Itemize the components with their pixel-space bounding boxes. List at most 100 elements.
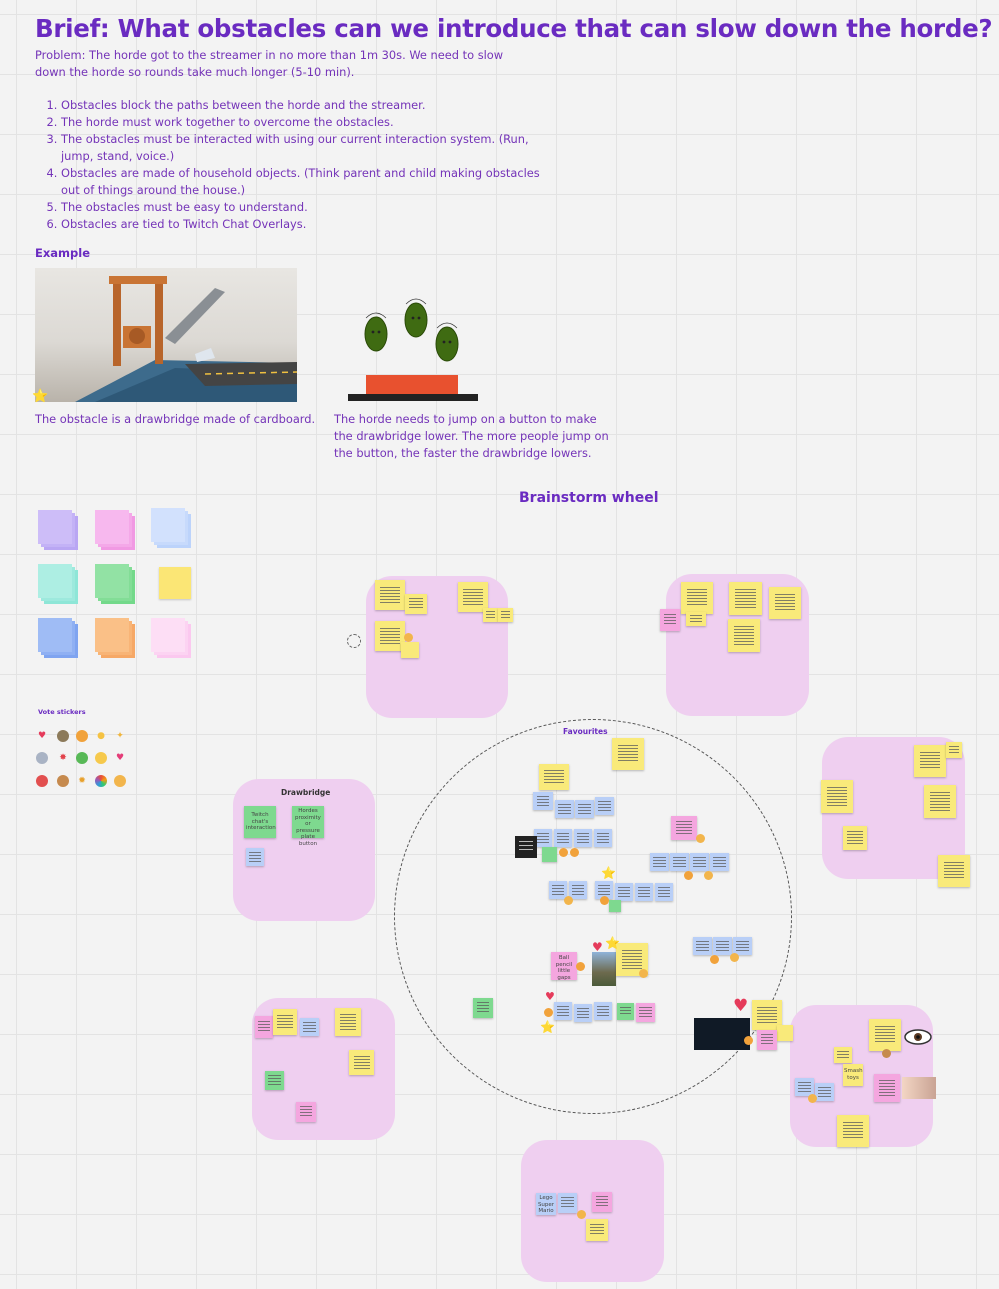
sticky-note[interactable] [554, 1002, 572, 1020]
sticky-stack-lightpink[interactable] [151, 618, 191, 658]
lightbulb-sticker-icon[interactable]: ● [97, 731, 105, 741]
sticky-note[interactable] [555, 800, 574, 818]
sticky-note[interactable] [549, 881, 567, 899]
sticky-note[interactable] [375, 621, 405, 651]
sticky-note[interactable] [273, 1009, 297, 1035]
sticky-note[interactable] [533, 792, 553, 810]
image-thumbnail[interactable] [694, 1018, 750, 1050]
sticky-note[interactable] [255, 1016, 273, 1038]
sticky-note[interactable] [574, 829, 592, 847]
sticky-note[interactable]: Smash toys [843, 1064, 863, 1086]
sticky-note[interactable] [296, 1102, 316, 1122]
image-thumbnail[interactable] [902, 1077, 936, 1099]
sticky-note[interactable] [710, 853, 729, 871]
sticky-note[interactable] [534, 829, 552, 847]
sticky-note[interactable]: Lego Super Mario [536, 1193, 556, 1215]
sticky-note[interactable] [554, 829, 572, 847]
heart-sticker-icon[interactable]: ♥ [37, 731, 47, 741]
sticky-note[interactable] [693, 937, 712, 955]
crown-sticker-icon[interactable] [95, 752, 107, 764]
sticky-stack-yellow[interactable] [159, 567, 199, 607]
drawbridge-photo[interactable] [35, 268, 297, 402]
sticky-note[interactable] [690, 853, 709, 871]
sticky-note[interactable] [834, 1047, 852, 1063]
sticky-note[interactable] [265, 1071, 284, 1090]
sticky-note[interactable] [617, 1003, 634, 1020]
sticky-note[interactable] [569, 881, 587, 899]
sticky-note[interactable] [650, 853, 669, 871]
popcorn-sticker-icon[interactable] [36, 775, 48, 787]
sticky-note[interactable] [586, 1219, 608, 1241]
thumbs-up-sticker-icon[interactable] [114, 775, 126, 787]
sticky-note[interactable] [300, 1018, 319, 1036]
image-thumbnail[interactable] [515, 836, 537, 858]
sticky-note[interactable] [458, 582, 488, 612]
sticky-stack-green[interactable] [95, 564, 135, 604]
sticky-note[interactable] [405, 594, 427, 614]
sun-sticker-icon[interactable]: ✹ [78, 776, 86, 786]
sticky-stack-lightblue[interactable] [151, 508, 191, 548]
sticky-note[interactable] [795, 1078, 814, 1096]
favourites-circle[interactable] [394, 719, 792, 1114]
sticky-note[interactable] [595, 797, 614, 815]
sticky-note[interactable] [483, 608, 498, 622]
sticky-note[interactable] [636, 1003, 655, 1022]
sticky-note[interactable]: Ball pencil little gaps [551, 952, 577, 981]
sticky-note[interactable] [335, 1008, 361, 1036]
cookie-sticker-icon[interactable] [57, 775, 69, 787]
avocado-sticker-icon[interactable] [57, 730, 69, 742]
sticky-note[interactable] [615, 883, 633, 901]
sticky-note[interactable] [542, 847, 557, 862]
sticky-note[interactable] [612, 738, 644, 770]
star-sticker-icon[interactable]: ⭐ [32, 389, 49, 404]
sticky-note[interactable] [914, 745, 946, 777]
sticky-note[interactable] [713, 937, 732, 955]
sticky-note[interactable]: Twitch chat's interaction [244, 806, 276, 838]
sticky-stack-blue[interactable] [38, 618, 78, 658]
sticky-note[interactable] [660, 609, 680, 631]
sticky-note[interactable] [729, 582, 762, 615]
sticky-note[interactable] [558, 1193, 577, 1213]
sparkle-sticker-icon[interactable]: ✦ [116, 731, 124, 741]
sticky-note[interactable] [874, 1074, 900, 1102]
sticky-note[interactable] [635, 883, 653, 901]
sticky-note[interactable] [681, 582, 713, 614]
sticky-note[interactable] [769, 587, 801, 619]
sticky-note[interactable] [752, 1000, 782, 1030]
sticky-note[interactable] [671, 816, 697, 840]
sticky-note[interactable] [595, 881, 613, 899]
sticky-note[interactable] [246, 848, 264, 866]
star-burst-sticker-icon[interactable]: ✸ [59, 753, 67, 763]
sticky-stack-purple[interactable] [38, 510, 78, 550]
sticky-note[interactable] [616, 943, 648, 976]
sticky-note[interactable] [843, 826, 867, 850]
sticky-note[interactable] [924, 785, 956, 818]
sticky-note[interactable] [574, 1004, 592, 1022]
sticky-stack-pink[interactable] [95, 510, 135, 550]
sticky-note[interactable] [777, 1025, 793, 1041]
sticky-note[interactable] [498, 608, 513, 622]
sticky-note[interactable] [946, 742, 962, 758]
sticky-note[interactable] [728, 619, 760, 652]
sticky-note[interactable] [686, 612, 706, 626]
sticky-note[interactable] [594, 1002, 612, 1020]
heart-arrow-sticker-icon[interactable]: ♥ [115, 753, 125, 763]
sticky-note[interactable] [349, 1050, 374, 1075]
sticky-note[interactable] [575, 800, 594, 818]
sticky-note[interactable] [655, 883, 673, 901]
sticky-stack-teal[interactable] [38, 564, 78, 604]
sticky-stack-orange[interactable] [95, 618, 135, 658]
sticky-note[interactable] [869, 1019, 901, 1051]
sticky-note[interactable] [757, 1030, 777, 1050]
sticky-note[interactable] [594, 829, 612, 847]
controller-sticker-icon[interactable] [36, 752, 48, 764]
sticky-note[interactable] [821, 780, 853, 813]
sticky-note[interactable] [815, 1083, 834, 1101]
sticky-note[interactable] [670, 853, 689, 871]
sticky-note[interactable]: Hordes proximity or pressure plate butto… [292, 806, 324, 847]
sticky-note[interactable] [375, 580, 405, 610]
sticky-note[interactable] [539, 764, 569, 790]
image-thumbnail[interactable] [592, 952, 616, 986]
frog-sticker-icon[interactable] [76, 752, 88, 764]
rainbow-sticker-icon[interactable] [95, 775, 107, 787]
